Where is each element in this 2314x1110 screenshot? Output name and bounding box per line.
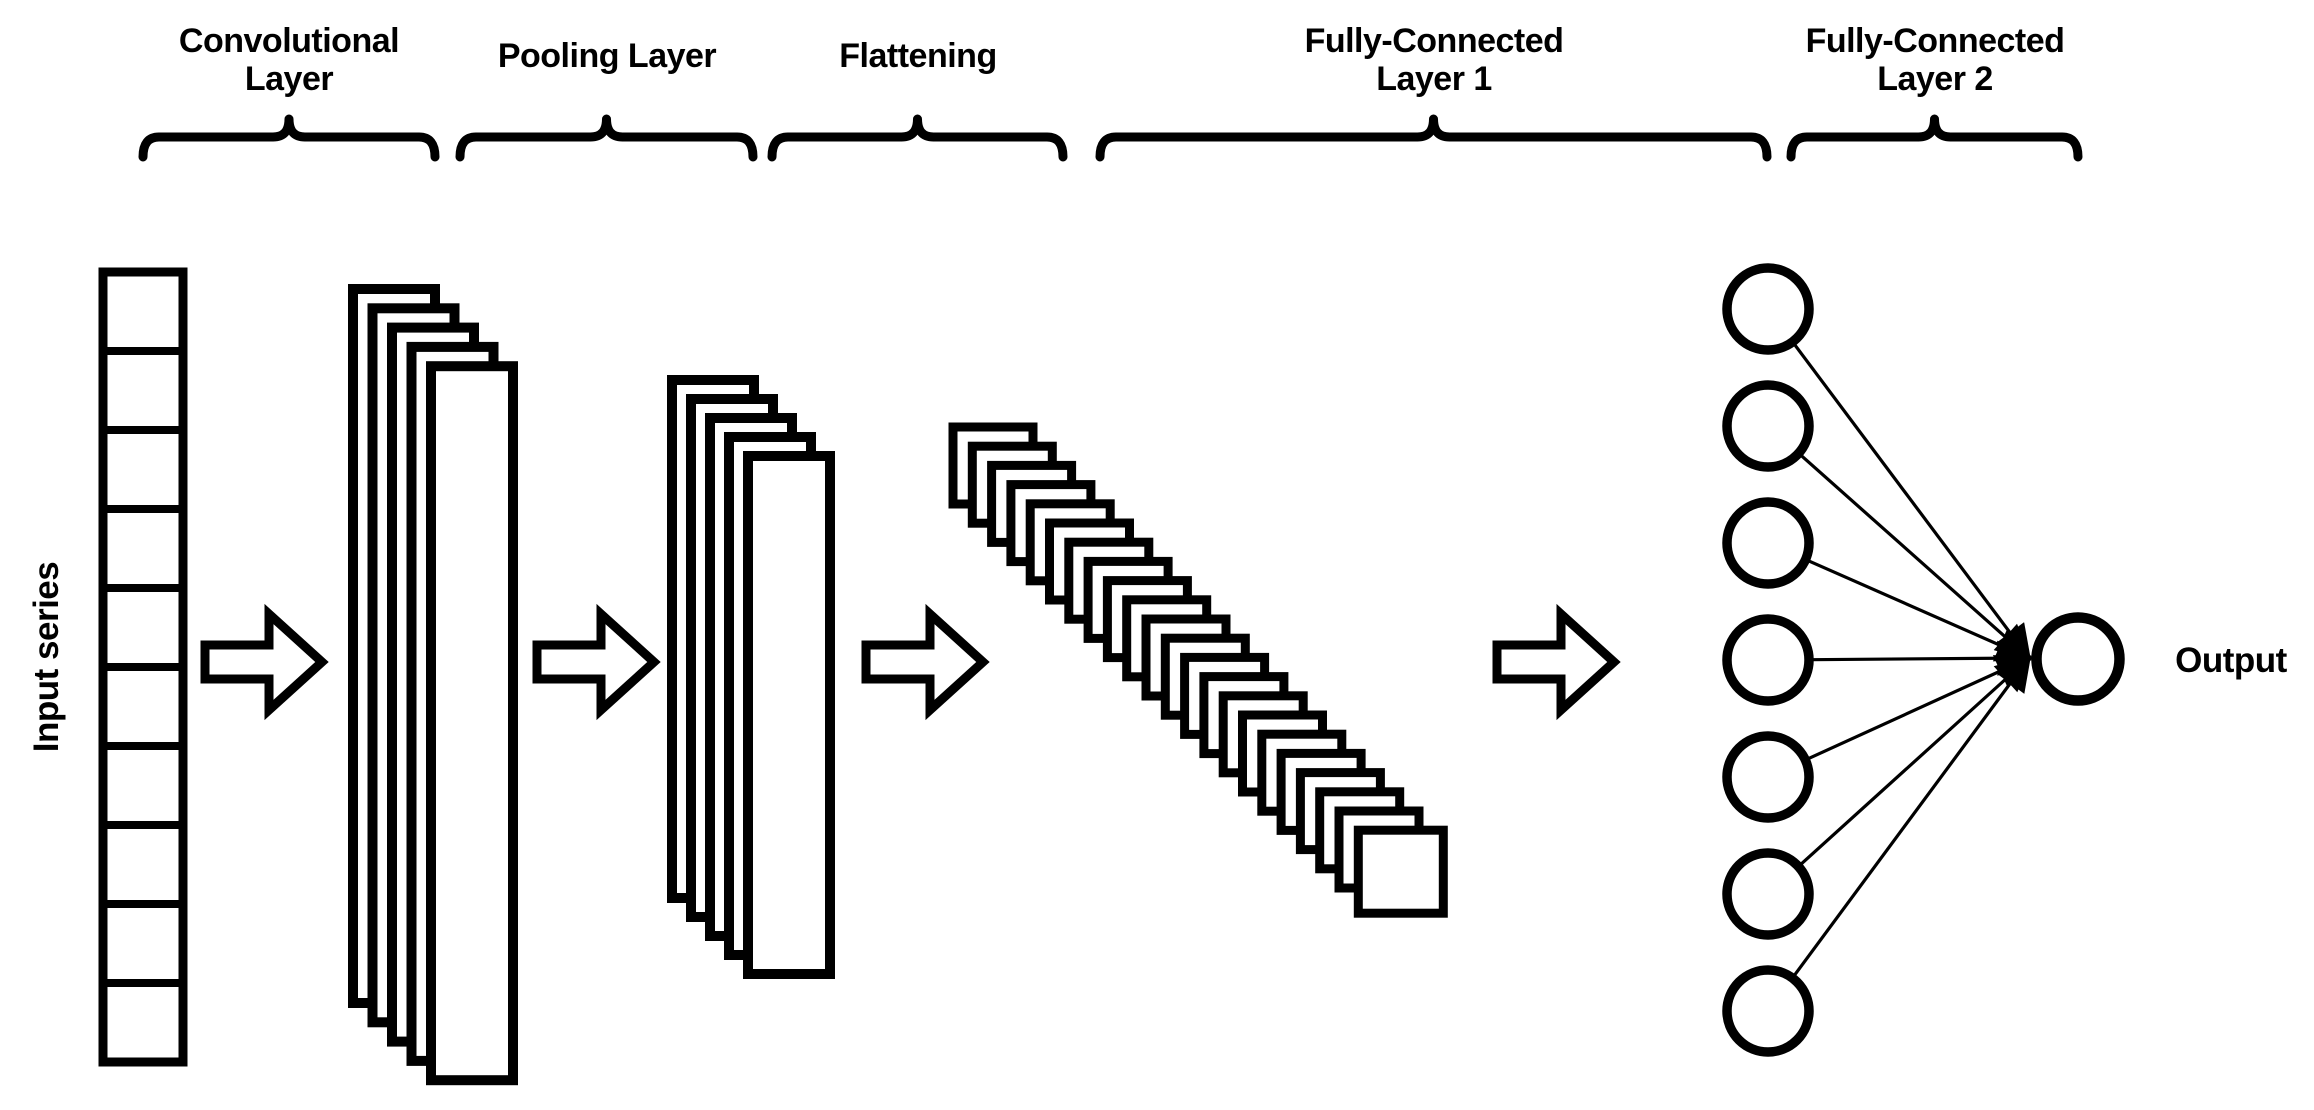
flow-arrow-4 bbox=[1492, 603, 1621, 721]
brace-fc2 bbox=[1786, 114, 2083, 162]
fc1-neuron bbox=[1722, 614, 1814, 706]
flatten-square bbox=[1353, 825, 1448, 918]
fc1-neuron bbox=[1722, 848, 1814, 940]
stage-label-fully-connected-layer-1: Fully-Connected Layer 1 bbox=[1304, 22, 1564, 98]
connection-line bbox=[1792, 655, 2032, 978]
pool-feature-map bbox=[743, 451, 835, 979]
flow-arrow-2 bbox=[532, 603, 661, 721]
brace-flattening bbox=[767, 114, 1068, 162]
connection-line bbox=[1810, 640, 2033, 676]
connection-line bbox=[1799, 453, 2032, 661]
connection-line bbox=[1806, 558, 2033, 662]
fc1-neuron bbox=[1722, 263, 1814, 355]
flow-arrow-3 bbox=[861, 603, 990, 721]
fc1-neuron bbox=[1722, 497, 1814, 589]
brace-pooling bbox=[455, 114, 758, 162]
output-label: Output bbox=[2175, 641, 2287, 680]
conv-feature-map bbox=[426, 361, 518, 1086]
fc1-neuron bbox=[1722, 965, 1814, 1057]
connection-line bbox=[1806, 655, 2033, 761]
output-neuron bbox=[2031, 612, 2125, 706]
connection-line bbox=[1798, 655, 2032, 867]
fc1-neuron bbox=[1722, 731, 1814, 823]
connection-line bbox=[1792, 342, 2032, 661]
stage-label-fully-connected-layer-2: Fully-Connected Layer 2 bbox=[1805, 22, 2065, 98]
stage-label-convolutional-layer: Convolutional Layer bbox=[178, 22, 400, 98]
brace-fc1 bbox=[1095, 114, 1772, 162]
stage-label-flattening: Flattening bbox=[839, 37, 997, 75]
stage-label-pooling-layer: Pooling Layer bbox=[497, 37, 717, 75]
input-series-label: Input series bbox=[27, 561, 66, 753]
brace-convolutional bbox=[138, 114, 440, 162]
fc1-neuron bbox=[1722, 380, 1814, 472]
flow-arrow-1 bbox=[200, 603, 329, 721]
